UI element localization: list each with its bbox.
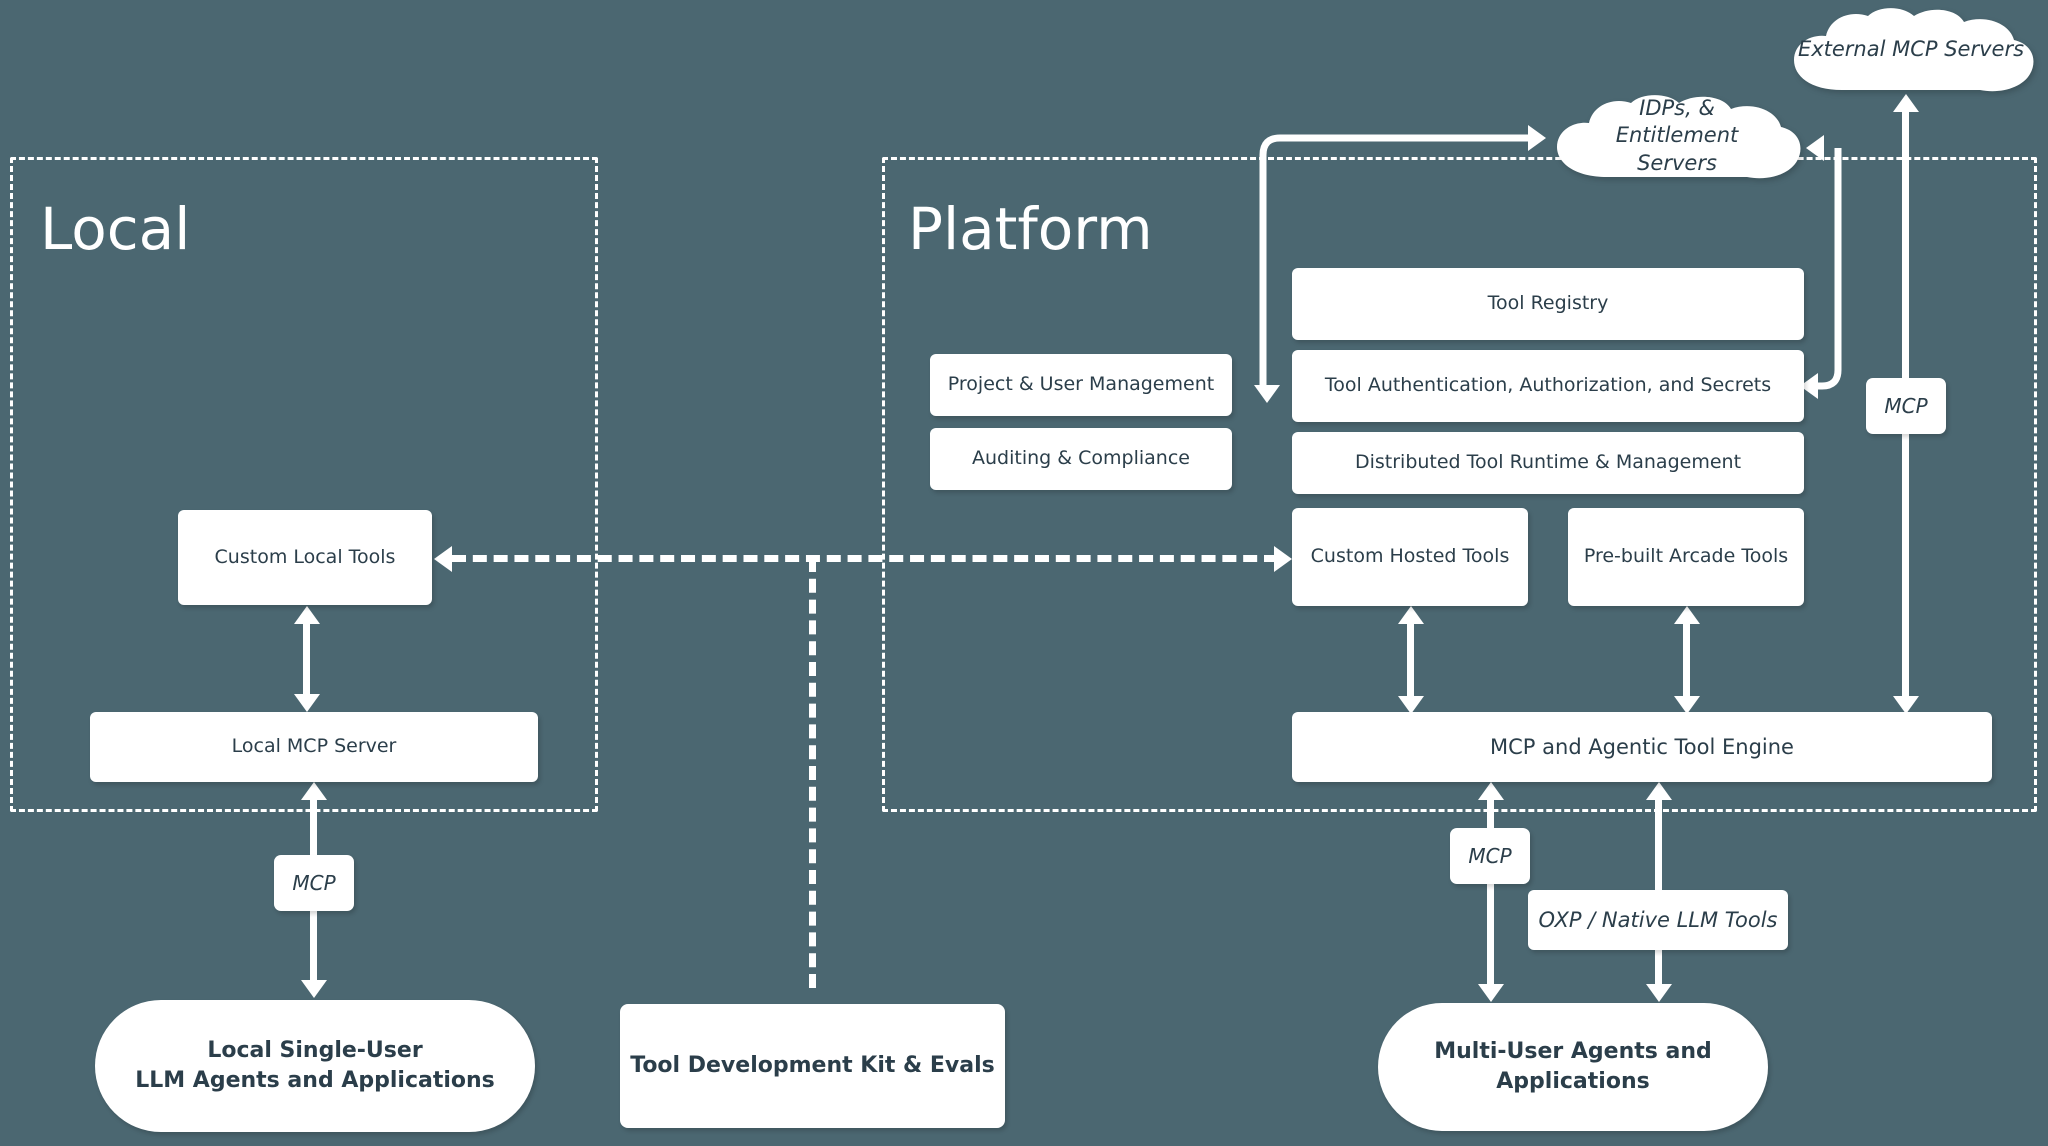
node-oxp-native-llm-tools[interactable]: OXP / Native LLM Tools xyxy=(1528,890,1788,950)
cloud-shape-icon xyxy=(1794,8,2034,92)
node-local-mcp-server[interactable]: Local MCP Server xyxy=(90,712,538,782)
zone-local xyxy=(10,157,598,812)
edge-label-mcp-platform: MCP xyxy=(1450,828,1530,884)
arrowhead-down-engine-right xyxy=(1674,696,1700,714)
arrowhead-left-into-tool-auth xyxy=(1800,373,1818,399)
connector-hostedtools-engine xyxy=(1407,622,1414,696)
arrowhead-left-custom-local-tools xyxy=(434,546,452,572)
arrowhead-left-into-idps-cloud xyxy=(1806,135,1824,161)
cloud-external-mcp-servers[interactable]: External MCP Servers xyxy=(1780,8,2042,106)
node-tool-development-kit[interactable]: Tool Development Kit & Evals xyxy=(620,1004,1005,1128)
node-tool-registry[interactable]: Tool Registry xyxy=(1292,268,1804,340)
arrowhead-down-localmcp xyxy=(294,694,320,712)
node-custom-local-tools[interactable]: Custom Local Tools xyxy=(178,510,432,605)
node-tool-authentication[interactable]: Tool Authentication, Authorization, and … xyxy=(1292,350,1804,422)
edge-label-mcp-external: MCP xyxy=(1866,378,1946,434)
connector-dashed-toolkit xyxy=(809,558,816,988)
node-local-agents-line2: LLM Agents and Applications xyxy=(135,1068,495,1093)
zone-local-title: Local xyxy=(40,195,191,263)
cloud-shape-icon xyxy=(1557,95,1801,179)
arrowhead-up-engine-from-oxp xyxy=(1646,782,1672,800)
arrowhead-up-external-mcp-servers xyxy=(1893,94,1919,112)
connector-path-right-idps xyxy=(1818,148,1842,390)
connector-localtools-localmcp xyxy=(303,622,310,694)
arrowhead-up-localtools xyxy=(294,606,320,624)
zone-platform xyxy=(882,157,2037,812)
connector-path-left-idps xyxy=(1259,134,1530,390)
node-custom-hosted-tools[interactable]: Custom Hosted Tools xyxy=(1292,508,1528,606)
arrowhead-down-engine-left xyxy=(1398,696,1424,714)
edge-label-mcp-local: MCP xyxy=(274,855,354,911)
connector-dashed-local-platform-tools xyxy=(452,555,1278,562)
arrowhead-down-multiuser-right xyxy=(1646,984,1672,1002)
arrowhead-down-multiuser-left xyxy=(1478,984,1504,1002)
zone-platform-title: Platform xyxy=(908,195,1153,263)
node-multi-user-agents-line2: Applications xyxy=(1496,1069,1650,1094)
node-mcp-agentic-tool-engine[interactable]: MCP and Agentic Tool Engine xyxy=(1292,712,1992,782)
cloud-idps-entitlement-servers[interactable]: IDPs, & Entitlement Servers xyxy=(1543,95,1811,193)
arrowhead-down-project-user-management xyxy=(1254,385,1280,403)
node-local-agents-line1: Local Single-User xyxy=(207,1038,423,1064)
connector-arcadetools-engine xyxy=(1683,622,1690,696)
node-project-user-management[interactable]: Project & User Management xyxy=(930,354,1232,416)
arrowhead-up-localmcp-server xyxy=(301,782,327,800)
cloud-idps-label: IDPs, & Entitlement Servers xyxy=(1615,96,1739,175)
cloud-external-mcp-label: External MCP Servers xyxy=(1797,37,2025,62)
node-local-single-user-agents[interactable]: Local Single-User LLM Agents and Applica… xyxy=(95,1000,535,1132)
node-multi-user-agents-line1: Multi-User Agents and xyxy=(1434,1039,1712,1065)
arrowhead-up-custom-hosted-tools xyxy=(1398,606,1424,624)
arrowhead-down-local-agents xyxy=(301,980,327,998)
connector-engine-multiuser-left xyxy=(1487,800,1494,984)
node-auditing-compliance[interactable]: Auditing & Compliance xyxy=(930,428,1232,490)
node-multi-user-agents[interactable]: Multi-User Agents and Applications xyxy=(1378,1003,1768,1131)
node-distributed-tool-runtime[interactable]: Distributed Tool Runtime & Management xyxy=(1292,432,1804,494)
arrowhead-right-into-idps-cloud xyxy=(1528,125,1546,151)
arrowhead-up-engine-from-agents xyxy=(1478,782,1504,800)
node-prebuilt-arcade-tools[interactable]: Pre-built Arcade Tools xyxy=(1568,508,1804,606)
arrowhead-down-engine-external xyxy=(1893,696,1919,714)
arrowhead-right-custom-hosted-tools xyxy=(1274,546,1292,572)
arrowhead-up-prebuilt-arcade-tools xyxy=(1674,606,1700,624)
